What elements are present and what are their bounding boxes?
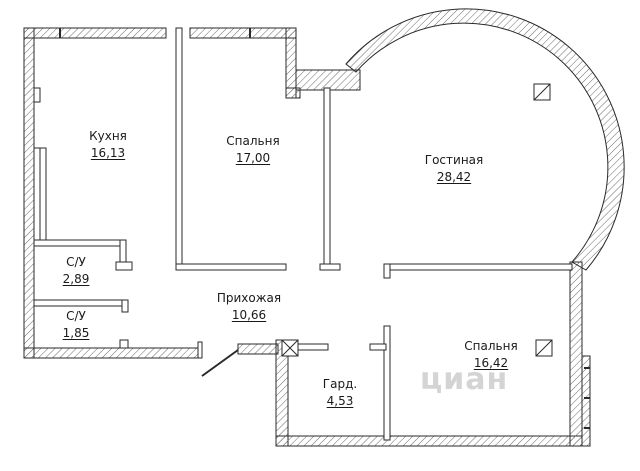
room-hall: Прихожая 10,66 xyxy=(217,290,281,324)
room-bedroom2-name: Спальня xyxy=(464,339,518,353)
room-bath2: С/У 1,85 xyxy=(63,308,90,342)
room-kitchen-name: Кухня xyxy=(89,129,127,143)
room-bedroom1-name: Спальня xyxy=(226,134,280,148)
room-hall-name: Прихожая xyxy=(216,291,282,305)
living-room-arc-wall xyxy=(345,8,625,271)
room-bedroom2: Спальня 16,42 xyxy=(464,338,517,372)
room-bedroom1-area: 17,00 xyxy=(235,151,271,165)
entrance-door xyxy=(201,339,299,377)
room-wardrobe-area: 4,53 xyxy=(326,394,354,408)
room-bath1-name: С/У xyxy=(66,255,86,269)
room-bedroom1: Спальня 17,00 xyxy=(226,133,279,167)
room-bath1-area: 2,89 xyxy=(62,272,90,286)
watermark-logo: циан xyxy=(420,362,509,397)
room-bath2-name: С/У xyxy=(66,309,86,323)
room-wardrobe-name: Гард. xyxy=(322,377,358,391)
room-hall-area: 10,66 xyxy=(231,308,267,322)
ventilation-shafts xyxy=(533,83,553,357)
room-kitchen-area: 16,13 xyxy=(90,146,126,160)
room-wardrobe: Гард. 4,53 xyxy=(323,376,357,410)
room-kitchen: Кухня 16,13 xyxy=(89,128,127,162)
interior-walls xyxy=(33,27,573,441)
room-bath1: С/У 2,89 xyxy=(63,254,90,288)
room-living-name: Гостиная xyxy=(424,153,484,167)
kitchen-wall-marker xyxy=(33,87,41,103)
room-bedroom2-area: 16,42 xyxy=(473,356,509,370)
room-bath2-area: 1,85 xyxy=(62,326,90,340)
room-living: Гостиная 28,42 xyxy=(425,152,483,186)
window-ticks xyxy=(59,28,590,429)
room-living-area: 28,42 xyxy=(436,170,472,184)
